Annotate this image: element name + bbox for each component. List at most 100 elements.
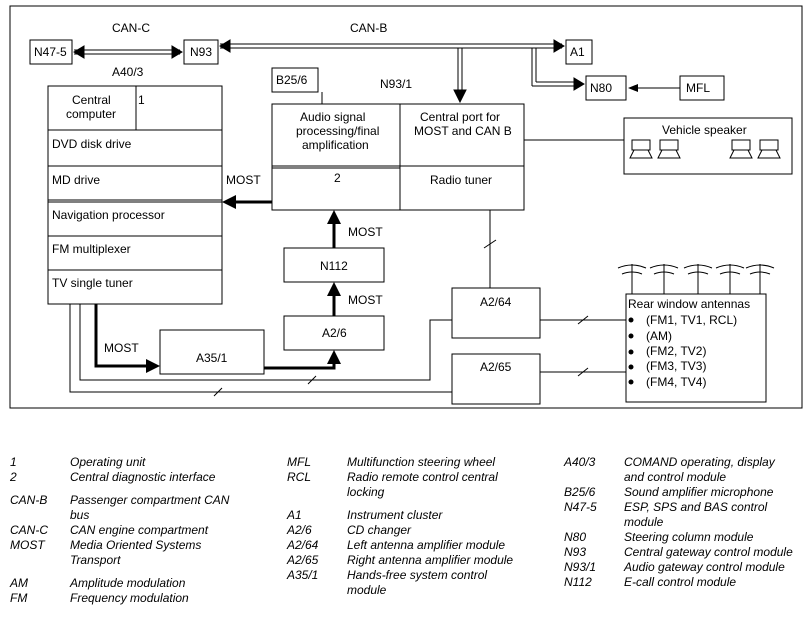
vehicle-speaker-label: Vehicle speaker — [662, 123, 747, 137]
vehicle-speaker — [524, 117, 793, 175]
a40-3-label: A40/3 — [112, 65, 144, 79]
legend-key: A2/64 — [287, 538, 319, 552]
legend-description-line: Radio remote control central — [347, 470, 498, 484]
legend-description: Right antenna amplifier module — [347, 553, 537, 568]
legend-description-line: Frequency modulation — [70, 591, 189, 605]
legend-description-line: Audio gateway control module — [624, 560, 785, 574]
legend-description: E-call control module — [624, 575, 808, 590]
legend-description: Amplitude modulation — [70, 576, 260, 591]
central-port-label-1: Central port for — [420, 110, 500, 124]
antenna-icon — [617, 264, 775, 294]
legend-description-line: Multifunction steering wheel — [347, 455, 496, 469]
can-c-label: CAN-C — [112, 21, 150, 35]
legend-description: Sound amplifier microphone — [624, 485, 808, 500]
central-port-label-2: MOST and CAN B — [414, 124, 512, 138]
legend-entry: A2/65 Right antenna amplifier module — [287, 553, 537, 568]
diagram-frame — [9, 5, 803, 409]
legend-key: MFL — [287, 455, 311, 469]
legend-key: FM — [10, 591, 28, 605]
legend-description-line: Left antenna amplifier module — [347, 538, 506, 552]
legend-description-line: Hands-free system control — [347, 568, 488, 582]
legend-entry: FM Frequency modulation — [10, 591, 260, 606]
antenna-item: (FM3, TV3) — [646, 359, 706, 373]
legend-key: AM — [10, 576, 28, 590]
legend-entry: MFL Multifunction steering wheel — [287, 455, 537, 470]
legend-gap — [10, 485, 260, 493]
a35-1-label: A35/1 — [196, 351, 228, 365]
legend-description-line: module — [347, 583, 387, 597]
legend-key: CAN-C — [10, 523, 48, 537]
legend-description: Instrument cluster — [347, 508, 537, 523]
antenna-item: (FM2, TV2) — [646, 344, 706, 358]
a35-1-node: A35/1 — [159, 329, 265, 375]
legend-description-line: Transport — [70, 553, 121, 567]
n93-1-label: N93/1 — [380, 77, 412, 91]
legend-description: Frequency modulation — [70, 591, 260, 606]
legend-description-line: CD changer — [347, 523, 412, 537]
n93-label: N93 — [190, 45, 212, 59]
legend-description-line: Central diagnostic interface — [70, 470, 216, 484]
dvd-label: DVD disk drive — [52, 137, 132, 151]
legend-description-line: Steering column module — [624, 530, 754, 544]
a2-64-node: A2/64 — [451, 287, 541, 339]
legend-key: A2/65 — [287, 553, 319, 567]
legend-key: 2 — [10, 470, 17, 484]
legend-key: A2/6 — [287, 523, 312, 537]
legend-key: A40/3 — [564, 455, 596, 469]
a2-64-label: A2/64 — [480, 295, 512, 309]
legend-description-line: and control module — [624, 470, 727, 484]
legend-description-line: COMAND operating, display — [624, 455, 775, 469]
a2-6-node: A2/6 — [283, 315, 385, 351]
b25-6-label: B25/6 — [276, 73, 308, 87]
n80-node: N80 — [585, 75, 627, 101]
audio-processing-label-1: Audio signal — [300, 110, 365, 124]
comand-unit — [47, 85, 223, 305]
legend-description-line: locking — [347, 485, 385, 499]
radio-tuner-label: Radio tuner — [430, 173, 492, 187]
legend-entry: 2 Central diagnostic interface — [10, 470, 260, 485]
legend-key: A35/1 — [287, 568, 319, 582]
n47-5-node: N47-5 — [29, 39, 73, 65]
most-link-comand — [222, 195, 272, 209]
audio-processing-label-3: amplification — [302, 138, 369, 152]
most-n112-to-gateway — [327, 210, 341, 248]
legend-description-line: E-call control module — [624, 575, 737, 589]
most-a2-6-to-n112 — [327, 282, 341, 316]
legend-description-line: Operating unit — [70, 455, 146, 469]
fm-mux-label: FM multiplexer — [52, 242, 131, 256]
b25-6-node: B25/6 — [271, 67, 323, 104]
md-label: MD drive — [52, 173, 100, 187]
antenna-signal-lines — [69, 210, 626, 397]
legend-description: Central gateway control module — [624, 545, 808, 560]
legend-description-line: Instrument cluster — [347, 508, 443, 522]
central-computer-label-1: Central — [72, 93, 111, 107]
n93-node: N93 — [183, 39, 219, 65]
most-label-n112: MOST — [348, 225, 383, 239]
legend-key: RCL — [287, 470, 312, 484]
legend-description: Multifunction steering wheel — [347, 455, 537, 470]
unit-number-1: 1 — [138, 93, 145, 107]
antenna-item: (FM1, TV1, RCL) — [646, 313, 737, 327]
a1-node: A1 — [565, 39, 593, 65]
legend-gap — [10, 568, 260, 576]
legend-description-line: Passenger compartment CAN — [70, 493, 230, 507]
legend-description: CD changer — [347, 523, 537, 538]
legend-description-line: Central gateway control module — [624, 545, 793, 559]
legend-description: Steering column module — [624, 530, 808, 545]
audio-processing-label-2: processing/final — [296, 124, 379, 138]
